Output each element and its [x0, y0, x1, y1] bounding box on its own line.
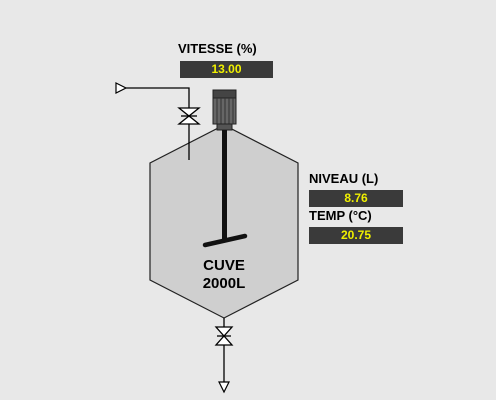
inlet-pipe [126, 87, 190, 160]
inlet-arrow-icon [115, 82, 128, 94]
outlet-arrow-icon [218, 381, 230, 394]
niveau-value[interactable]: 8.76 [309, 190, 403, 207]
niveau-label: NIVEAU (L) [309, 171, 379, 186]
tank-name: CUVE [203, 257, 245, 274]
agitator-icon [202, 130, 248, 248]
inlet-valve-icon[interactable] [177, 107, 201, 125]
outlet-valve-icon[interactable] [214, 326, 234, 346]
tank-capacity: 2000L [202, 275, 246, 292]
motor-icon[interactable] [212, 89, 237, 131]
vitesse-value[interactable]: 13.00 [180, 61, 273, 78]
vitesse-label: VITESSE (%) [178, 41, 257, 56]
temp-value[interactable]: 20.75 [309, 227, 403, 244]
temp-label: TEMP (°C) [309, 208, 372, 223]
